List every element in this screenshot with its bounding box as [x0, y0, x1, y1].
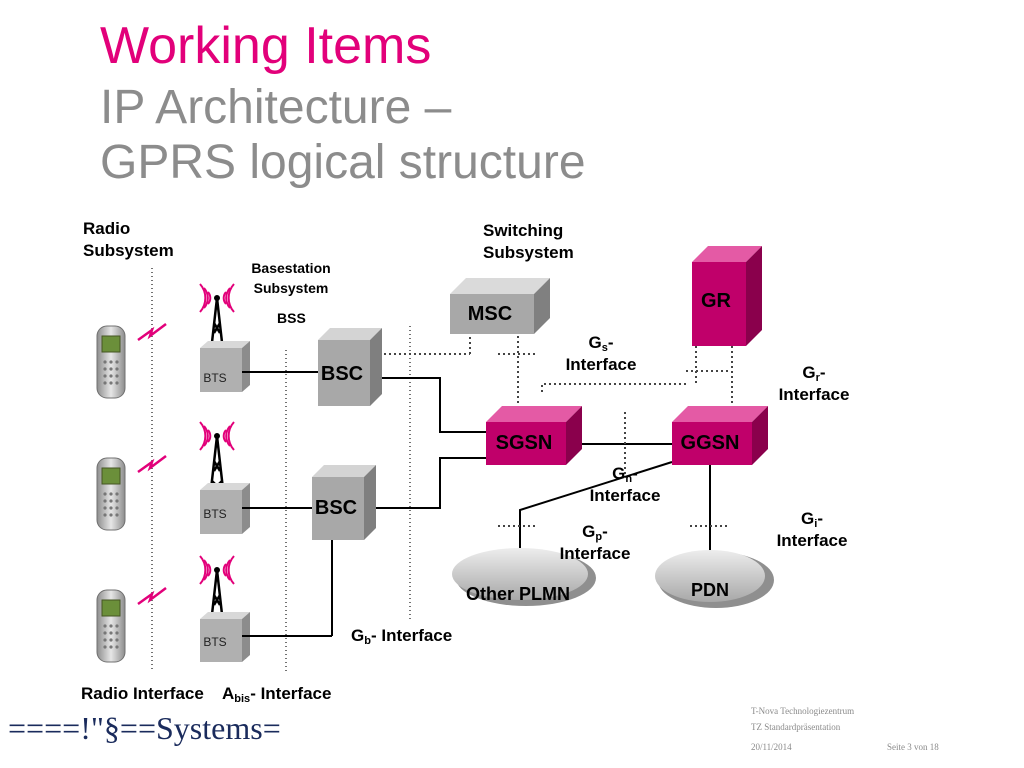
- bsc-label: BSC: [321, 363, 363, 385]
- radio-subsystem-label: Radio Subsystem: [83, 218, 174, 262]
- gs-word: Interface: [565, 355, 637, 375]
- pdn-label: PDN: [691, 580, 729, 600]
- switching-subsystem-line1: Switching: [483, 221, 564, 240]
- bss-line2: Subsystem: [253, 280, 329, 297]
- bsc-node: BSC: [318, 328, 382, 406]
- bts-label: BTS: [203, 635, 226, 649]
- abis-interface-label: Abis- Interface: [222, 684, 331, 706]
- gr-suffix: -: [819, 363, 826, 382]
- msc-label: MSC: [468, 303, 512, 325]
- bss-line1: Basestation: [251, 260, 331, 276]
- bss-label: Basestation Subsystem: [236, 258, 346, 299]
- gp-letter: G: [582, 522, 596, 541]
- radio-link-icon: [136, 322, 168, 342]
- bsc-label: BSC: [315, 497, 357, 519]
- gi-word: Interface: [776, 531, 848, 551]
- gr-label: GR: [701, 290, 732, 312]
- gp-sub: p: [595, 531, 603, 543]
- gp-word: Interface: [559, 544, 631, 564]
- mobile-phone-icon: [96, 589, 126, 663]
- radio-subsystem-line2: Subsystem: [83, 241, 174, 261]
- gn-interface-label: Gn- Interface: [575, 464, 675, 507]
- ggsn-label: GGSN: [681, 432, 740, 454]
- gi-sub: i: [814, 518, 818, 530]
- gn-sub: n: [625, 473, 633, 485]
- gb-sub: b: [364, 635, 371, 647]
- title-line-1: Working Items: [100, 17, 432, 75]
- gb-suffix: - Interface: [370, 626, 453, 645]
- other-plmn-node: Other PLMN: [452, 548, 596, 606]
- gn-letter: G: [612, 464, 626, 483]
- gi-letter: G: [801, 509, 815, 528]
- ggsn-node: GGSN: [672, 406, 768, 465]
- title-line-2: IP Architecture –: [100, 81, 452, 134]
- gi-suffix: -: [817, 509, 823, 528]
- msc-node: MSC: [450, 278, 550, 334]
- footer-dept: TZ Standardpräsentation: [751, 722, 841, 732]
- mobile-phone-icon: [96, 325, 126, 399]
- gn-suffix: -: [632, 464, 638, 483]
- bss-abbr-label: BSS: [277, 310, 306, 326]
- gb-letter: G: [351, 626, 365, 645]
- radio-link-icon: [136, 454, 168, 474]
- radio-link-icon: [136, 586, 168, 606]
- gr-word: Interface: [778, 385, 850, 405]
- gs-sub: s: [601, 342, 608, 354]
- radio-subsystem-line1: Radio: [83, 219, 131, 238]
- mobile-phone-icon: [96, 457, 126, 531]
- bsc-node: BSC: [312, 465, 376, 540]
- gi-interface-label: Gi- Interface: [762, 509, 862, 552]
- abis-letter: A: [222, 684, 235, 703]
- footer-page: Seite 3 von 18: [887, 742, 939, 752]
- gr-interface-label: Gr- Interface: [764, 363, 864, 406]
- gr-node: GR: [692, 246, 762, 346]
- abis-suffix: - Interface: [250, 684, 332, 703]
- sgsn-node: SGSN: [486, 406, 582, 465]
- bts-node: BTS: [200, 341, 250, 392]
- gb-interface-label: Gb- Interface: [351, 626, 452, 648]
- radio-interface-label: Radio Interface: [81, 684, 204, 703]
- title-line-3: GPRS logical structure: [100, 136, 586, 189]
- gn-word: Interface: [589, 486, 661, 506]
- switching-subsystem-label: Switching Subsystem: [483, 220, 574, 264]
- gp-interface-label: Gp- Interface: [545, 522, 645, 565]
- other-plmn-label: Other PLMN: [466, 584, 570, 604]
- gs-interface-label: Gs- Interface: [551, 333, 651, 376]
- bts-node: BTS: [200, 612, 250, 662]
- gr-sub: r: [815, 372, 820, 384]
- gp-suffix: -: [602, 522, 608, 541]
- pdn-node: PDN: [655, 550, 774, 608]
- gs-letter: G: [588, 333, 602, 352]
- bts-node: BTS: [200, 483, 250, 534]
- bts-label: BTS: [203, 507, 226, 521]
- sgsn-label: SGSN: [496, 432, 553, 454]
- switching-subsystem-line2: Subsystem: [483, 243, 574, 263]
- gr-letter: G: [802, 363, 816, 382]
- footer-org: T-Nova Technologiezentrum: [751, 706, 855, 716]
- abis-sub: bis: [234, 693, 251, 705]
- bts-label: BTS: [203, 371, 226, 385]
- gs-suffix: -: [607, 333, 614, 352]
- footer-date: 20/11/2014: [751, 742, 792, 752]
- brand-logo-text: ====!"§==Systems=: [8, 710, 281, 746]
